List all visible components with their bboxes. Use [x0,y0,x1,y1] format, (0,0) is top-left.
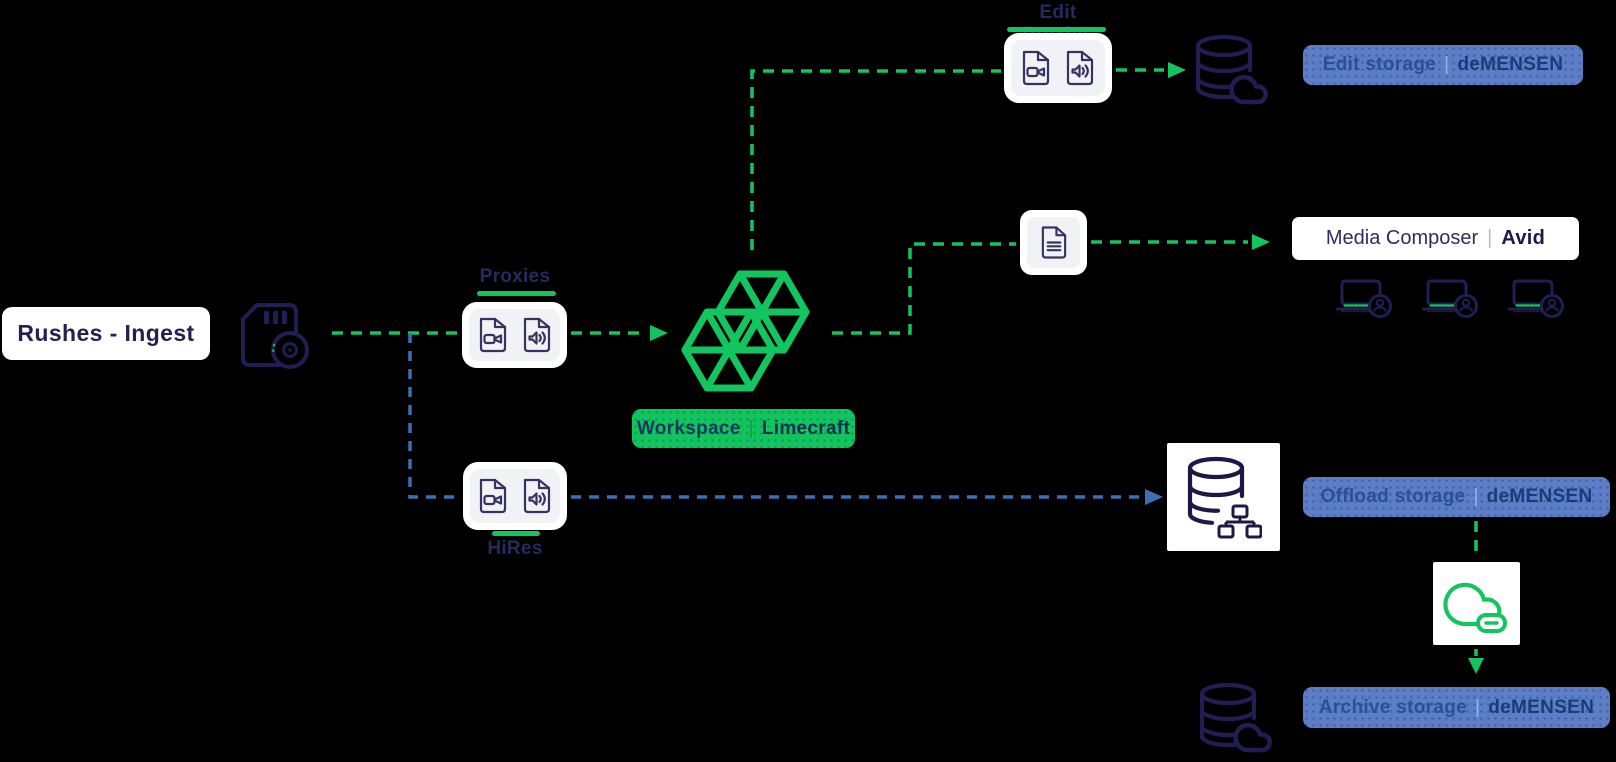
laptop-user-icon [1422,279,1478,318]
connector-branch-to-hires [408,333,459,499]
connector-workspace-to-editproxies [750,69,1001,250]
arrowhead-into-mediacomposer [1252,234,1270,250]
media-composer-product: Media Composer [1325,227,1479,249]
workspace-product: Workspace [636,417,741,439]
connector-workspace-to-mediafile [832,242,1016,335]
archive-storage-database-cloud-icon [1192,678,1276,756]
workspace-limecraft-badge: Workspace | Limecraft [632,409,855,448]
offload-storage-brand: deMENSEN [1486,486,1593,507]
document-file-icon [1041,226,1066,259]
workspace-separator: | [748,417,754,439]
offload-storage-product: Offload storage [1320,486,1466,507]
proxies-label: Proxies [479,266,551,287]
arrowhead-into-editstorage [1168,62,1186,78]
edit-proxies-underline [1007,27,1106,32]
archive-storage-separator: | [1475,696,1481,718]
media-composer-separator: | [1487,227,1493,249]
edit-storage-product: Edit storage [1322,54,1437,75]
edit-storage-badge: Edit storage | deMENSEN [1303,45,1583,85]
edit-storage-database-cloud-icon [1188,30,1272,108]
media-composer-node: Media Composer | Avid [1292,217,1579,260]
offload-storage-separator: | [1473,486,1479,507]
arrowhead-into-workspace [650,325,668,341]
hires-label: HiRes [487,538,543,559]
audio-file-icon [523,317,550,353]
proxies-files-node [462,302,567,368]
hires-files-node [463,462,567,530]
archive-storage-product: Archive storage [1318,696,1467,718]
offload-storage-node [1167,443,1280,551]
sd-card-icon [241,303,309,369]
audio-file-icon [523,478,551,514]
cloud-link-node [1433,562,1520,645]
archive-storage-badge: Archive storage | deMENSEN [1303,687,1610,728]
proxies-underline [477,291,556,296]
hires-underline [492,531,540,536]
offload-storage-badge: Offload storage | deMENSEN [1303,477,1610,517]
media-composer-brand: Avid [1501,227,1546,249]
limecraft-hexagon-icon [681,270,810,392]
video-file-icon [1022,50,1050,86]
edit-proxies-files-node [1004,33,1112,103]
workspace-brand: Limecraft [761,417,851,439]
cloud-link-icon [1442,582,1507,633]
laptop-user-icon [1336,279,1392,318]
laptop-user-icon [1508,279,1564,318]
database-network-icon [1187,456,1262,539]
edit-storage-separator: | [1444,54,1450,75]
video-file-icon [479,317,506,353]
video-file-icon [479,478,507,514]
rushes-ingest-node: Rushes - Ingest [2,307,210,360]
arrowhead-into-archivestorage [1468,658,1484,674]
arrowhead-into-offloadstorage [1145,489,1163,505]
audio-file-icon [1066,50,1094,86]
edit-storage-brand: deMENSEN [1457,54,1564,75]
media-file-node [1020,210,1087,275]
rushes-ingest-label: Rushes - Ingest [17,320,195,346]
archive-storage-brand: deMENSEN [1488,696,1595,718]
